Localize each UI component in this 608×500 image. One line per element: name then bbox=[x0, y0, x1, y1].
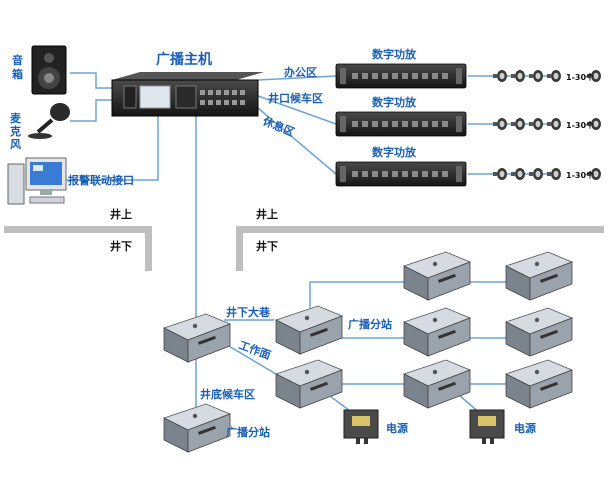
label-below-left: 井下 bbox=[110, 239, 132, 253]
substation-low-2 bbox=[505, 359, 573, 409]
label-substation-bottom: 广播分站 bbox=[226, 425, 270, 439]
ground-line-left bbox=[4, 226, 152, 271]
substation-roadway-1 bbox=[275, 305, 343, 355]
substation-roadway-left bbox=[163, 313, 231, 363]
power-supply-box-icon bbox=[343, 409, 379, 444]
substation-workface-1 bbox=[275, 359, 343, 409]
label-office-zone: 办公区 bbox=[284, 65, 317, 79]
label-amplifier-3: 数字功放 bbox=[372, 145, 417, 159]
label-amplifier-1: 数字功放 bbox=[372, 47, 417, 61]
label-rest-zone: 休息区 bbox=[260, 113, 297, 139]
host-title: 广播主机 bbox=[156, 51, 212, 68]
label-count-2: 1-30个 bbox=[566, 120, 595, 130]
label-work-face: 工作面 bbox=[237, 338, 273, 362]
label-main-roadway: 井下大巷 bbox=[226, 305, 271, 319]
substation-mid-2 bbox=[505, 307, 573, 357]
label-speaker: 音 箱 bbox=[12, 53, 27, 81]
label-above-left: 井上 bbox=[110, 207, 132, 221]
label-count-3: 1-30个 bbox=[566, 170, 595, 180]
label-power-2: 电源 bbox=[514, 421, 536, 435]
loudspeaker-icon bbox=[31, 45, 67, 95]
amplifier-wellhead bbox=[335, 111, 467, 137]
label-substation-middle: 广播分站 bbox=[348, 317, 392, 331]
label-above-right: 井上 bbox=[256, 207, 278, 221]
substation-shaft-bottom bbox=[163, 403, 231, 453]
power-supply-box-icon-2 bbox=[469, 409, 505, 444]
label-below-right: 井下 bbox=[256, 239, 278, 253]
substation-top-1 bbox=[403, 251, 471, 301]
label-amplifier-2: 数字功放 bbox=[372, 95, 417, 109]
desktop-computer-icon bbox=[7, 157, 67, 205]
substation-top-2 bbox=[505, 251, 573, 301]
label-power-1: 电源 bbox=[386, 421, 408, 435]
label-shaft-bottom-zone: 井底候车区 bbox=[200, 387, 255, 401]
ground-line-right bbox=[236, 226, 604, 271]
label-microphone: 麦 克 风 bbox=[10, 111, 25, 151]
broadcast-host-rack-icon bbox=[111, 72, 264, 117]
label-alarm-interface: 报警联动接口 bbox=[68, 173, 134, 187]
amplifier-rest bbox=[335, 161, 467, 187]
microphone-icon bbox=[28, 103, 70, 139]
amplifier-office bbox=[335, 63, 467, 89]
substation-low-1 bbox=[403, 359, 471, 409]
substation-mid-1 bbox=[403, 307, 471, 357]
label-wellhead-zone: 井口候车区 bbox=[268, 91, 323, 105]
label-count-1: 1-30个 bbox=[566, 72, 595, 82]
